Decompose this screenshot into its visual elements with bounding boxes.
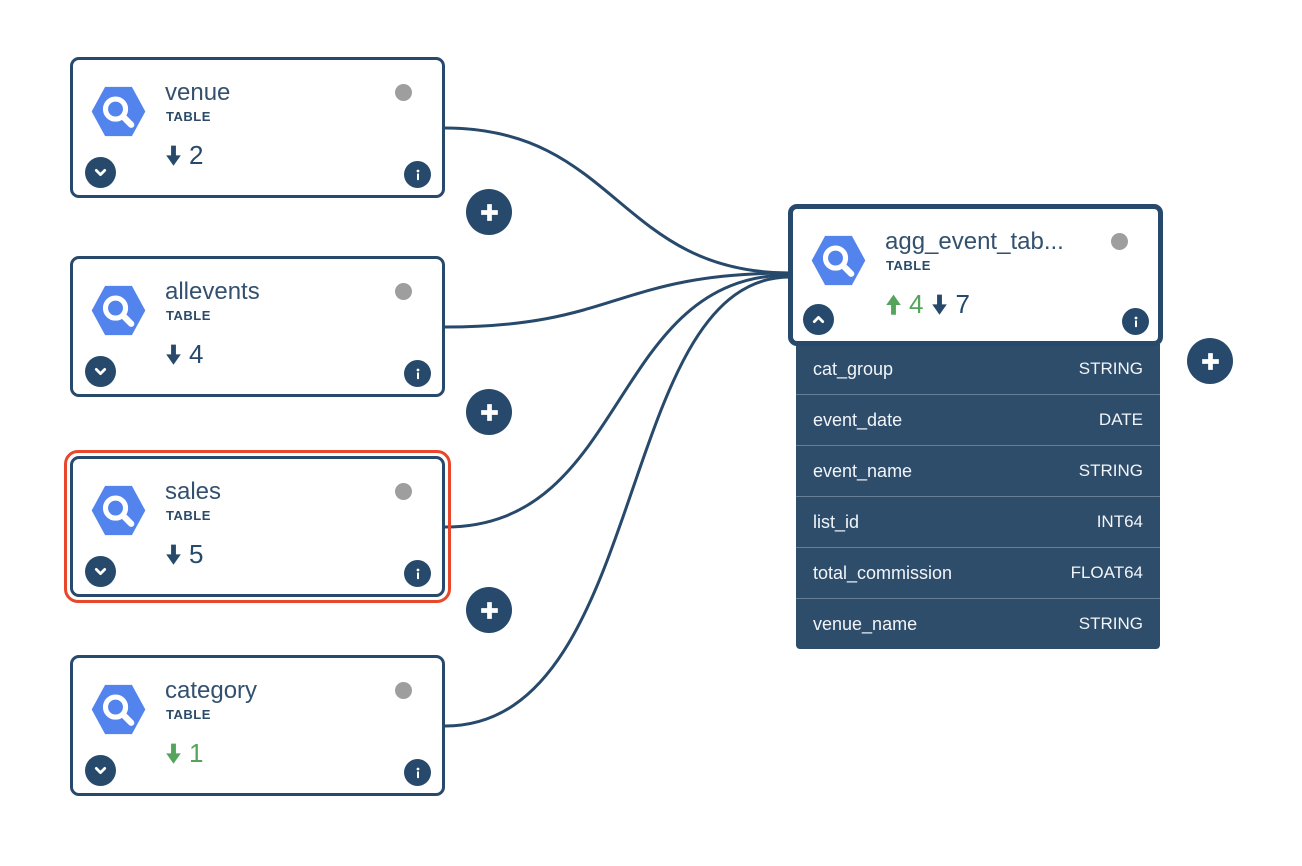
expand-toggle-button[interactable] <box>85 556 116 587</box>
chevron-down-icon <box>94 568 107 575</box>
column-row[interactable]: cat_group STRING <box>796 344 1160 394</box>
lineage-edge-allevents <box>444 271 791 329</box>
status-dot <box>395 682 412 699</box>
downstream-arrow-icon <box>166 344 181 365</box>
expand-lineage-button[interactable] <box>466 389 512 435</box>
downstream-count: 2 <box>189 140 204 170</box>
chevron-up-icon <box>812 316 825 323</box>
info-icon <box>416 767 419 778</box>
upstream-count: 4 <box>909 289 924 319</box>
lineage-edge-category <box>444 275 791 728</box>
table-node-category[interactable]: category TABLE 1 <box>70 655 445 796</box>
info-icon <box>416 568 419 579</box>
downstream-arrow-icon <box>166 145 181 166</box>
lineage-edge-sales <box>444 273 791 529</box>
expand-lineage-button[interactable] <box>466 189 512 235</box>
column-row[interactable]: venue_name STRING <box>796 598 1160 649</box>
table-node-allevents[interactable]: allevents TABLE 4 <box>70 256 445 397</box>
node-title: venue <box>165 79 231 106</box>
bigquery-icon <box>86 478 151 543</box>
downstream-count: 1 <box>189 738 204 768</box>
node-title: category <box>165 677 258 704</box>
downstream-count: 5 <box>189 539 204 569</box>
plus-icon <box>480 403 498 421</box>
chevron-down-icon <box>94 767 107 774</box>
downstream-metric: 5 <box>165 539 203 570</box>
column-type: STRING <box>1078 359 1143 378</box>
bigquery-icon <box>86 677 151 742</box>
column-row[interactable]: event_date DATE <box>796 394 1160 445</box>
downstream-metric: 4 <box>165 339 203 370</box>
column-row[interactable]: total_commission FLOAT64 <box>796 547 1160 598</box>
node-title: allevents <box>165 278 260 305</box>
info-icon <box>1134 316 1137 327</box>
downstream-arrow-icon <box>166 544 181 565</box>
downstream-arrow-icon <box>166 743 181 764</box>
column-name: venue_name <box>813 613 918 634</box>
table-node-sales[interactable]: sales TABLE 5 <box>64 450 451 603</box>
status-dot <box>395 84 412 101</box>
downstream-metric: 2 <box>165 140 203 171</box>
node-type-label: TABLE <box>166 707 211 722</box>
plus-icon <box>1201 352 1219 370</box>
column-type: FLOAT64 <box>1070 563 1143 582</box>
table-node-venue[interactable]: venue TABLE 2 <box>70 57 445 198</box>
expand-lineage-button[interactable] <box>1187 338 1233 384</box>
node-title: agg_event_tab... <box>885 228 1064 255</box>
info-icon <box>416 368 419 379</box>
expand-toggle-button[interactable] <box>85 755 116 786</box>
info-button[interactable] <box>404 560 431 587</box>
column-row[interactable]: list_id INT64 <box>796 496 1160 547</box>
status-dot <box>395 483 412 500</box>
node-type-label: TABLE <box>166 308 211 323</box>
chevron-down-icon <box>94 169 107 176</box>
plus-icon <box>480 203 498 221</box>
expand-toggle-button[interactable] <box>85 356 116 387</box>
expand-lineage-button[interactable] <box>466 587 512 633</box>
status-dot <box>395 283 412 300</box>
node-type-label: TABLE <box>166 109 211 124</box>
upstream-metric: 4 <box>885 289 923 320</box>
info-icon <box>416 169 419 180</box>
bigquery-icon <box>86 278 151 343</box>
column-name: event_date <box>813 409 903 430</box>
expand-toggle-button[interactable] <box>85 157 116 188</box>
column-type: INT64 <box>1096 512 1143 531</box>
column-name: event_name <box>813 460 913 481</box>
table-node-agg-event-tab[interactable]: agg_event_tab... TABLE 4 7 <box>788 204 1163 346</box>
status-dot <box>1111 233 1128 250</box>
chevron-down-icon <box>94 368 107 375</box>
downstream-count: 4 <box>189 339 204 369</box>
node-type-label: TABLE <box>886 258 931 273</box>
bigquery-icon <box>86 79 151 144</box>
downstream-count: 7 <box>955 289 970 319</box>
column-type: DATE <box>1098 410 1143 429</box>
collapse-toggle-button[interactable] <box>803 304 834 335</box>
node-title: sales <box>165 478 222 505</box>
column-name: total_commission <box>813 562 953 583</box>
info-button[interactable] <box>404 759 431 786</box>
upstream-arrow-icon <box>886 294 901 315</box>
downstream-metric: 7 <box>931 289 970 320</box>
node-type-label: TABLE <box>166 508 211 523</box>
column-type: STRING <box>1078 614 1143 633</box>
column-name: cat_group <box>813 358 894 379</box>
downstream-metric: 1 <box>165 738 203 769</box>
lineage-edge-venue <box>444 126 791 275</box>
info-button[interactable] <box>404 360 431 387</box>
info-button[interactable] <box>1122 308 1149 335</box>
column-type: STRING <box>1078 461 1143 480</box>
plus-icon <box>480 601 498 619</box>
info-button[interactable] <box>404 161 431 188</box>
downstream-arrow-icon <box>932 294 948 315</box>
column-row[interactable]: event_name STRING <box>796 445 1160 496</box>
column-name: list_id <box>813 511 860 532</box>
bigquery-icon <box>806 228 871 293</box>
